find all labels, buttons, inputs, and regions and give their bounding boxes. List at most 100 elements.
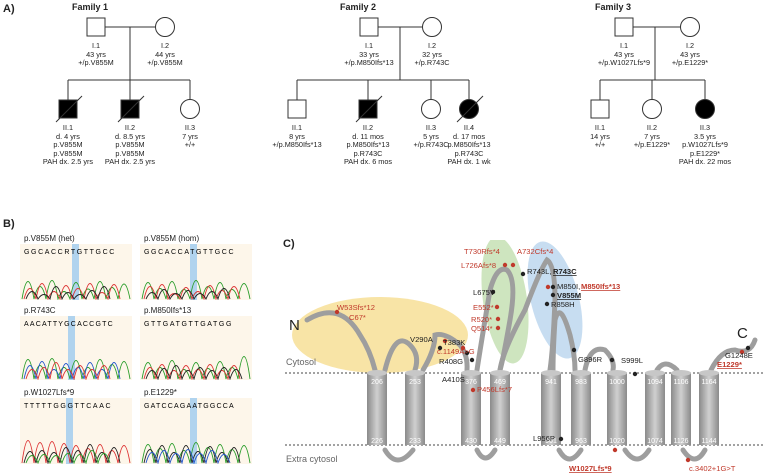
chromo-title-6: p.E1229* (144, 388, 177, 397)
svg-text:1020: 1020 (609, 438, 625, 445)
chromo-seq-3: AACATTYGCACCGTC (24, 321, 114, 328)
mut-m850f: M850Ifs*13 (581, 282, 620, 291)
chromo-seq-6: GATCCAGAATGGCCA (144, 403, 235, 410)
svg-text:376: 376 (465, 379, 477, 386)
panel-c-label: C) (283, 238, 295, 250)
tm-7 (607, 370, 627, 445)
topology-diagram: 206 253 376 469 941 983 1000 1094 1106 1… (285, 240, 765, 473)
svg-text:449: 449 (494, 438, 506, 445)
panel-b-label: B) (3, 218, 15, 230)
svg-text:430: 430 (465, 438, 477, 445)
tm-8 (645, 370, 665, 445)
chromo-seq-5: TTTTTGGGTTCAAC (24, 403, 112, 410)
svg-text:1144: 1144 (701, 438, 716, 445)
mut-s999: S999L (621, 356, 643, 365)
tm-9 (671, 370, 691, 445)
mut-q514: Q514* (471, 324, 493, 333)
mut-c1149: c.1149A>G (437, 347, 475, 356)
tm-helices (367, 370, 719, 445)
svg-text:206: 206 (371, 379, 383, 386)
mut-c3402: c.3402+1G>T (689, 464, 736, 473)
chromo-title-5: p.W1027Lfs*9 (24, 388, 75, 397)
mut-l956: L956P (533, 434, 555, 443)
svg-text:1164: 1164 (701, 379, 716, 386)
c-terminus-label: C (737, 325, 748, 342)
tm-2 (405, 370, 425, 445)
svg-text:1106: 1106 (673, 379, 688, 386)
chromo-title-4: p.M850Ifs*13 (144, 306, 192, 315)
svg-text:233: 233 (409, 438, 421, 445)
pedigree-lines (55, 17, 715, 123)
mut-v290: V290A (410, 335, 434, 344)
svg-text:226: 226 (371, 438, 383, 445)
protein-backbone (304, 256, 758, 463)
svg-text:963: 963 (575, 438, 587, 445)
svg-text:961: 961 (545, 438, 557, 445)
tm-4 (490, 370, 510, 445)
chromo-trace-4: GTTGATGTTGATGG (140, 316, 252, 380)
mut-g896: G896R (578, 355, 603, 364)
mut-l675: L675V (473, 288, 496, 297)
mut-w1027: W1027Lfs*9 (569, 464, 612, 473)
tm-5 (541, 370, 561, 445)
chromo-seq-2: GGCACCATGTTGCC (144, 249, 235, 256)
mut-e1229: E1229* (717, 360, 742, 369)
cytosol-label: Cytosol (286, 357, 316, 367)
chromo-title-3: p.R743C (24, 306, 56, 315)
mut-r743c: R743C (553, 267, 577, 276)
mut-t383: T383K (443, 338, 465, 347)
chromo-trace-6: GATCCAGAATGGCCA (140, 398, 252, 464)
chromo-seq-1: GGCACCRTGTTGCC (24, 249, 116, 256)
mutation-labels: W53Sfs*12 C67* V290A T383K c.1149A>G R40… (337, 247, 753, 473)
svg-text:941: 941 (545, 379, 557, 386)
family-2-title: Family 2 (339, 2, 377, 12)
mut-l726: L726Afs*8 (461, 261, 496, 270)
chromo-title-1: p.V855M (het) (24, 234, 75, 243)
mut-r858: R858H (551, 300, 575, 309)
mut-a732: A732Cfs*4 (517, 247, 553, 256)
panel-a-label: A) (3, 3, 15, 15)
mut-m850i: M850I, (557, 282, 580, 291)
mut-c67: C67* (349, 313, 366, 322)
n-terminus-label: N (289, 317, 300, 334)
extra-cytosol-label: Extra cytosol (286, 454, 338, 464)
chromo-trace-1: GGCACCRTGTTGCC (20, 244, 132, 300)
family-3-title: Family 3 (594, 2, 632, 12)
chromo-trace-5: TTTTTGGGTTCAAC (20, 398, 132, 464)
svg-text:1000: 1000 (609, 379, 625, 386)
svg-text:983: 983 (575, 379, 587, 386)
svg-text:469: 469 (494, 379, 506, 386)
tm-10 (699, 370, 719, 445)
mut-p456: P456Lfs*7 (477, 385, 512, 394)
svg-text:1074: 1074 (647, 438, 663, 445)
mut-r520: R520* (471, 315, 492, 324)
svg-text:253: 253 (409, 379, 421, 386)
mut-v855: V855M (557, 291, 581, 300)
mut-r743l: R743L, (527, 267, 552, 276)
chromo-trace-2: GGCACCATGTTGCC (140, 244, 252, 300)
svg-text:1126: 1126 (673, 438, 688, 445)
domain-green (481, 240, 529, 364)
mut-r408: R408G (439, 357, 463, 366)
chromo-title-2: p.V855M (hom) (144, 234, 200, 243)
mut-a410: A410S (442, 375, 465, 384)
chromo-seq-4: GTTGATGTTGATGG (144, 321, 233, 328)
mut-g1248: G1248E (725, 351, 753, 360)
family-1-title: Family 1 (71, 2, 109, 12)
tm-3 (461, 370, 481, 445)
